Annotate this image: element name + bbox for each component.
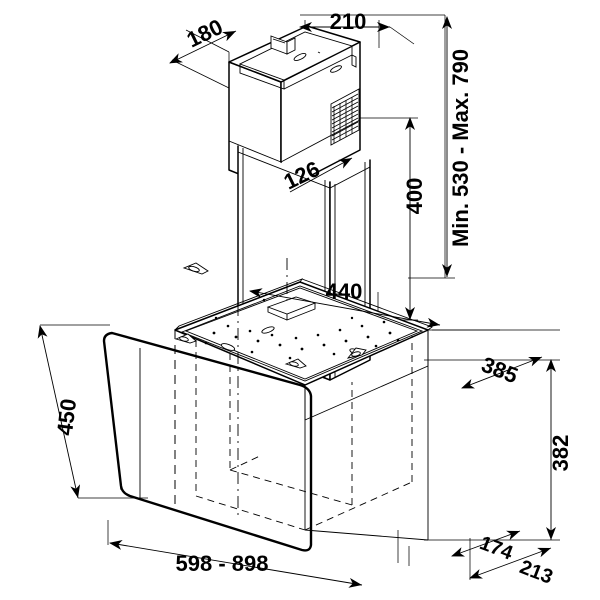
dim-label-base-depth: 213 <box>517 556 556 588</box>
dim-label-chimney-width: 210 <box>330 9 367 34</box>
dim-label-install-height-range: Min. 530 - Max. 790 <box>448 49 473 247</box>
dim-label-body-width-top: 440 <box>326 279 363 304</box>
dim-label-overall-height: 382 <box>548 435 573 472</box>
dim-label-chimney-lower-height: 400 <box>402 178 427 215</box>
dim-label-chimney-depth: 180 <box>183 14 227 53</box>
dim-label-glass-height: 450 <box>52 397 81 436</box>
hood-body <box>174 262 433 541</box>
dim-label-body-depth: 385 <box>478 352 521 388</box>
dimension-lines <box>37 16 556 588</box>
mounting-bracket <box>174 333 367 369</box>
dim-label-glass-projection: 174 <box>477 532 517 565</box>
dim-label-glass-width-range: 598 - 898 <box>176 551 269 576</box>
wall-bracket-left <box>182 262 209 275</box>
hidden-edges <box>174 258 413 531</box>
vent-grille <box>330 88 360 146</box>
